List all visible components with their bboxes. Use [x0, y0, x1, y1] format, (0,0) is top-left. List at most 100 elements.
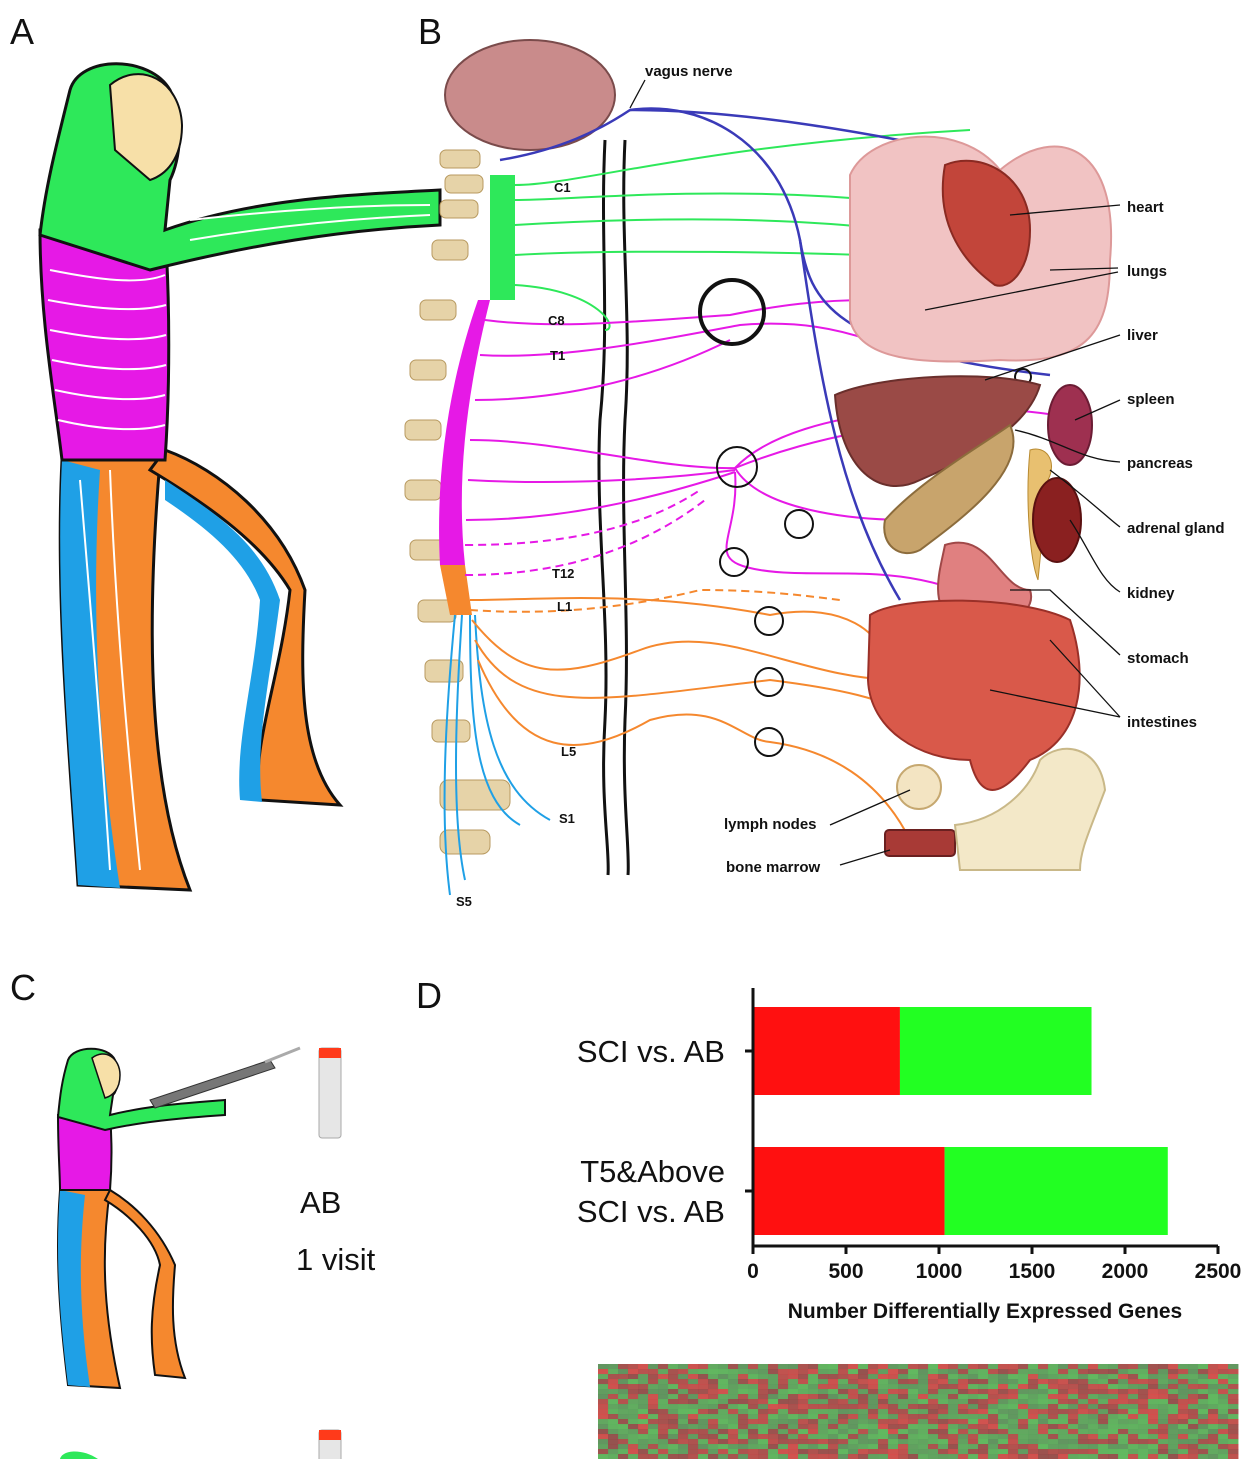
label-lymph-nodes: lymph nodes [724, 816, 817, 833]
heatmap-cell [928, 1394, 939, 1400]
heatmap-cell [628, 1434, 639, 1440]
heatmap-cell [848, 1374, 859, 1380]
heatmap-cell [968, 1409, 979, 1415]
heatmap-cell [838, 1434, 849, 1440]
heatmap-cell [618, 1424, 629, 1430]
heatmap-cell [678, 1454, 689, 1459]
heatmap-cell [648, 1374, 659, 1380]
heatmap-cell [918, 1364, 929, 1370]
heatmap-cell [1058, 1369, 1069, 1375]
heatmap-cell [618, 1374, 629, 1380]
heatmap-cell [848, 1389, 859, 1395]
heatmap-cell [878, 1434, 889, 1440]
heatmap-cell [648, 1439, 659, 1445]
heatmap-cell [828, 1434, 839, 1440]
heatmap-cell [838, 1424, 849, 1430]
heatmap-cell [678, 1414, 689, 1420]
heatmap-cell [1208, 1449, 1219, 1455]
heatmap-cell [658, 1369, 669, 1375]
heatmap-cell [668, 1454, 679, 1459]
heatmap-cell [858, 1364, 869, 1370]
heatmap-cell [608, 1424, 619, 1430]
heatmap-cell [1098, 1379, 1109, 1385]
heatmap-cell [658, 1374, 669, 1380]
heatmap-cell [628, 1429, 639, 1435]
heatmap-cell [1028, 1454, 1039, 1459]
heatmap-cell [738, 1434, 749, 1440]
heatmap-cell [1118, 1454, 1129, 1459]
heatmap-cell [658, 1434, 669, 1440]
heatmap-cell [698, 1369, 709, 1375]
heatmap-cell [918, 1419, 929, 1425]
heatmap-cell [948, 1374, 959, 1380]
heatmap-cell [1228, 1384, 1239, 1390]
heatmap-cell [888, 1409, 899, 1415]
heatmap-cell [808, 1364, 819, 1370]
heatmap-cell [1198, 1394, 1209, 1400]
heatmap-cell [868, 1439, 879, 1445]
heatmap-cell [1088, 1414, 1099, 1420]
heatmap-cell [1078, 1389, 1089, 1395]
cervical-cord [490, 175, 515, 300]
heatmap-cell [1058, 1444, 1069, 1450]
heatmap-cell [1148, 1429, 1159, 1435]
heatmap-cell [1018, 1449, 1029, 1455]
heatmap-cell [698, 1429, 709, 1435]
heatmap-cell [918, 1404, 929, 1410]
heatmap-cell [1068, 1364, 1079, 1370]
heatmap-cell [728, 1434, 739, 1440]
heatmap-cell [718, 1434, 729, 1440]
heatmap-cell [718, 1404, 729, 1410]
heatmap-cell [1048, 1374, 1059, 1380]
heatmap-cell [1218, 1419, 1229, 1425]
heatmap-cell [948, 1404, 959, 1410]
heatmap-cell [808, 1384, 819, 1390]
heatmap-cell [1138, 1364, 1149, 1370]
heatmap-cell [628, 1394, 639, 1400]
heatmap-cell [858, 1444, 869, 1450]
heatmap-cell [838, 1379, 849, 1385]
heatmap-cell [738, 1409, 749, 1415]
heatmap-cell [778, 1379, 789, 1385]
heatmap-cell [788, 1384, 799, 1390]
heatmap-cell [1098, 1409, 1109, 1415]
heatmap-cell [808, 1404, 819, 1410]
heatmap-cell [598, 1409, 609, 1415]
heatmap-cell [918, 1399, 929, 1405]
heatmap-cell [1098, 1414, 1109, 1420]
heatmap-cell [728, 1429, 739, 1435]
heatmap-cell [758, 1384, 769, 1390]
heatmap-cell [628, 1369, 639, 1375]
heatmap-cell [708, 1409, 719, 1415]
heatmap-cell [1168, 1434, 1179, 1440]
heatmap-cell [998, 1414, 1009, 1420]
heatmap-cell [678, 1449, 689, 1455]
heatmap-cell [888, 1454, 899, 1459]
heatmap-cell [1058, 1439, 1069, 1445]
heatmap-cell [598, 1394, 609, 1400]
heatmap-cell [1178, 1414, 1189, 1420]
heatmap-cell [658, 1394, 669, 1400]
heatmap-cell [788, 1419, 799, 1425]
heatmap-cell [1118, 1399, 1129, 1405]
heatmap-cell [1038, 1384, 1049, 1390]
heatmap-cell [1118, 1424, 1129, 1430]
heatmap-cell [1158, 1384, 1169, 1390]
heatmap-cell [988, 1404, 999, 1410]
heatmap-cell [698, 1449, 709, 1455]
heatmap-cell [828, 1404, 839, 1410]
label-c8: C8 [548, 313, 565, 328]
heatmap-cell [1128, 1399, 1139, 1405]
heatmap-cell [1218, 1434, 1229, 1440]
heatmap-cell [948, 1444, 959, 1450]
chart-x-axis-title: Number Differentially Expressed Genes [788, 1300, 1182, 1323]
heatmap-cell [808, 1389, 819, 1395]
heatmap-cell [868, 1399, 879, 1405]
heatmap-cell [668, 1444, 679, 1450]
heatmap-cell [1088, 1449, 1099, 1455]
heatmap-cell [1028, 1369, 1039, 1375]
heatmap-cell [968, 1424, 979, 1430]
x-tick-label-3: 1500 [1009, 1260, 1056, 1283]
heatmap-cell [1138, 1449, 1149, 1455]
heatmap-cell [658, 1424, 669, 1430]
